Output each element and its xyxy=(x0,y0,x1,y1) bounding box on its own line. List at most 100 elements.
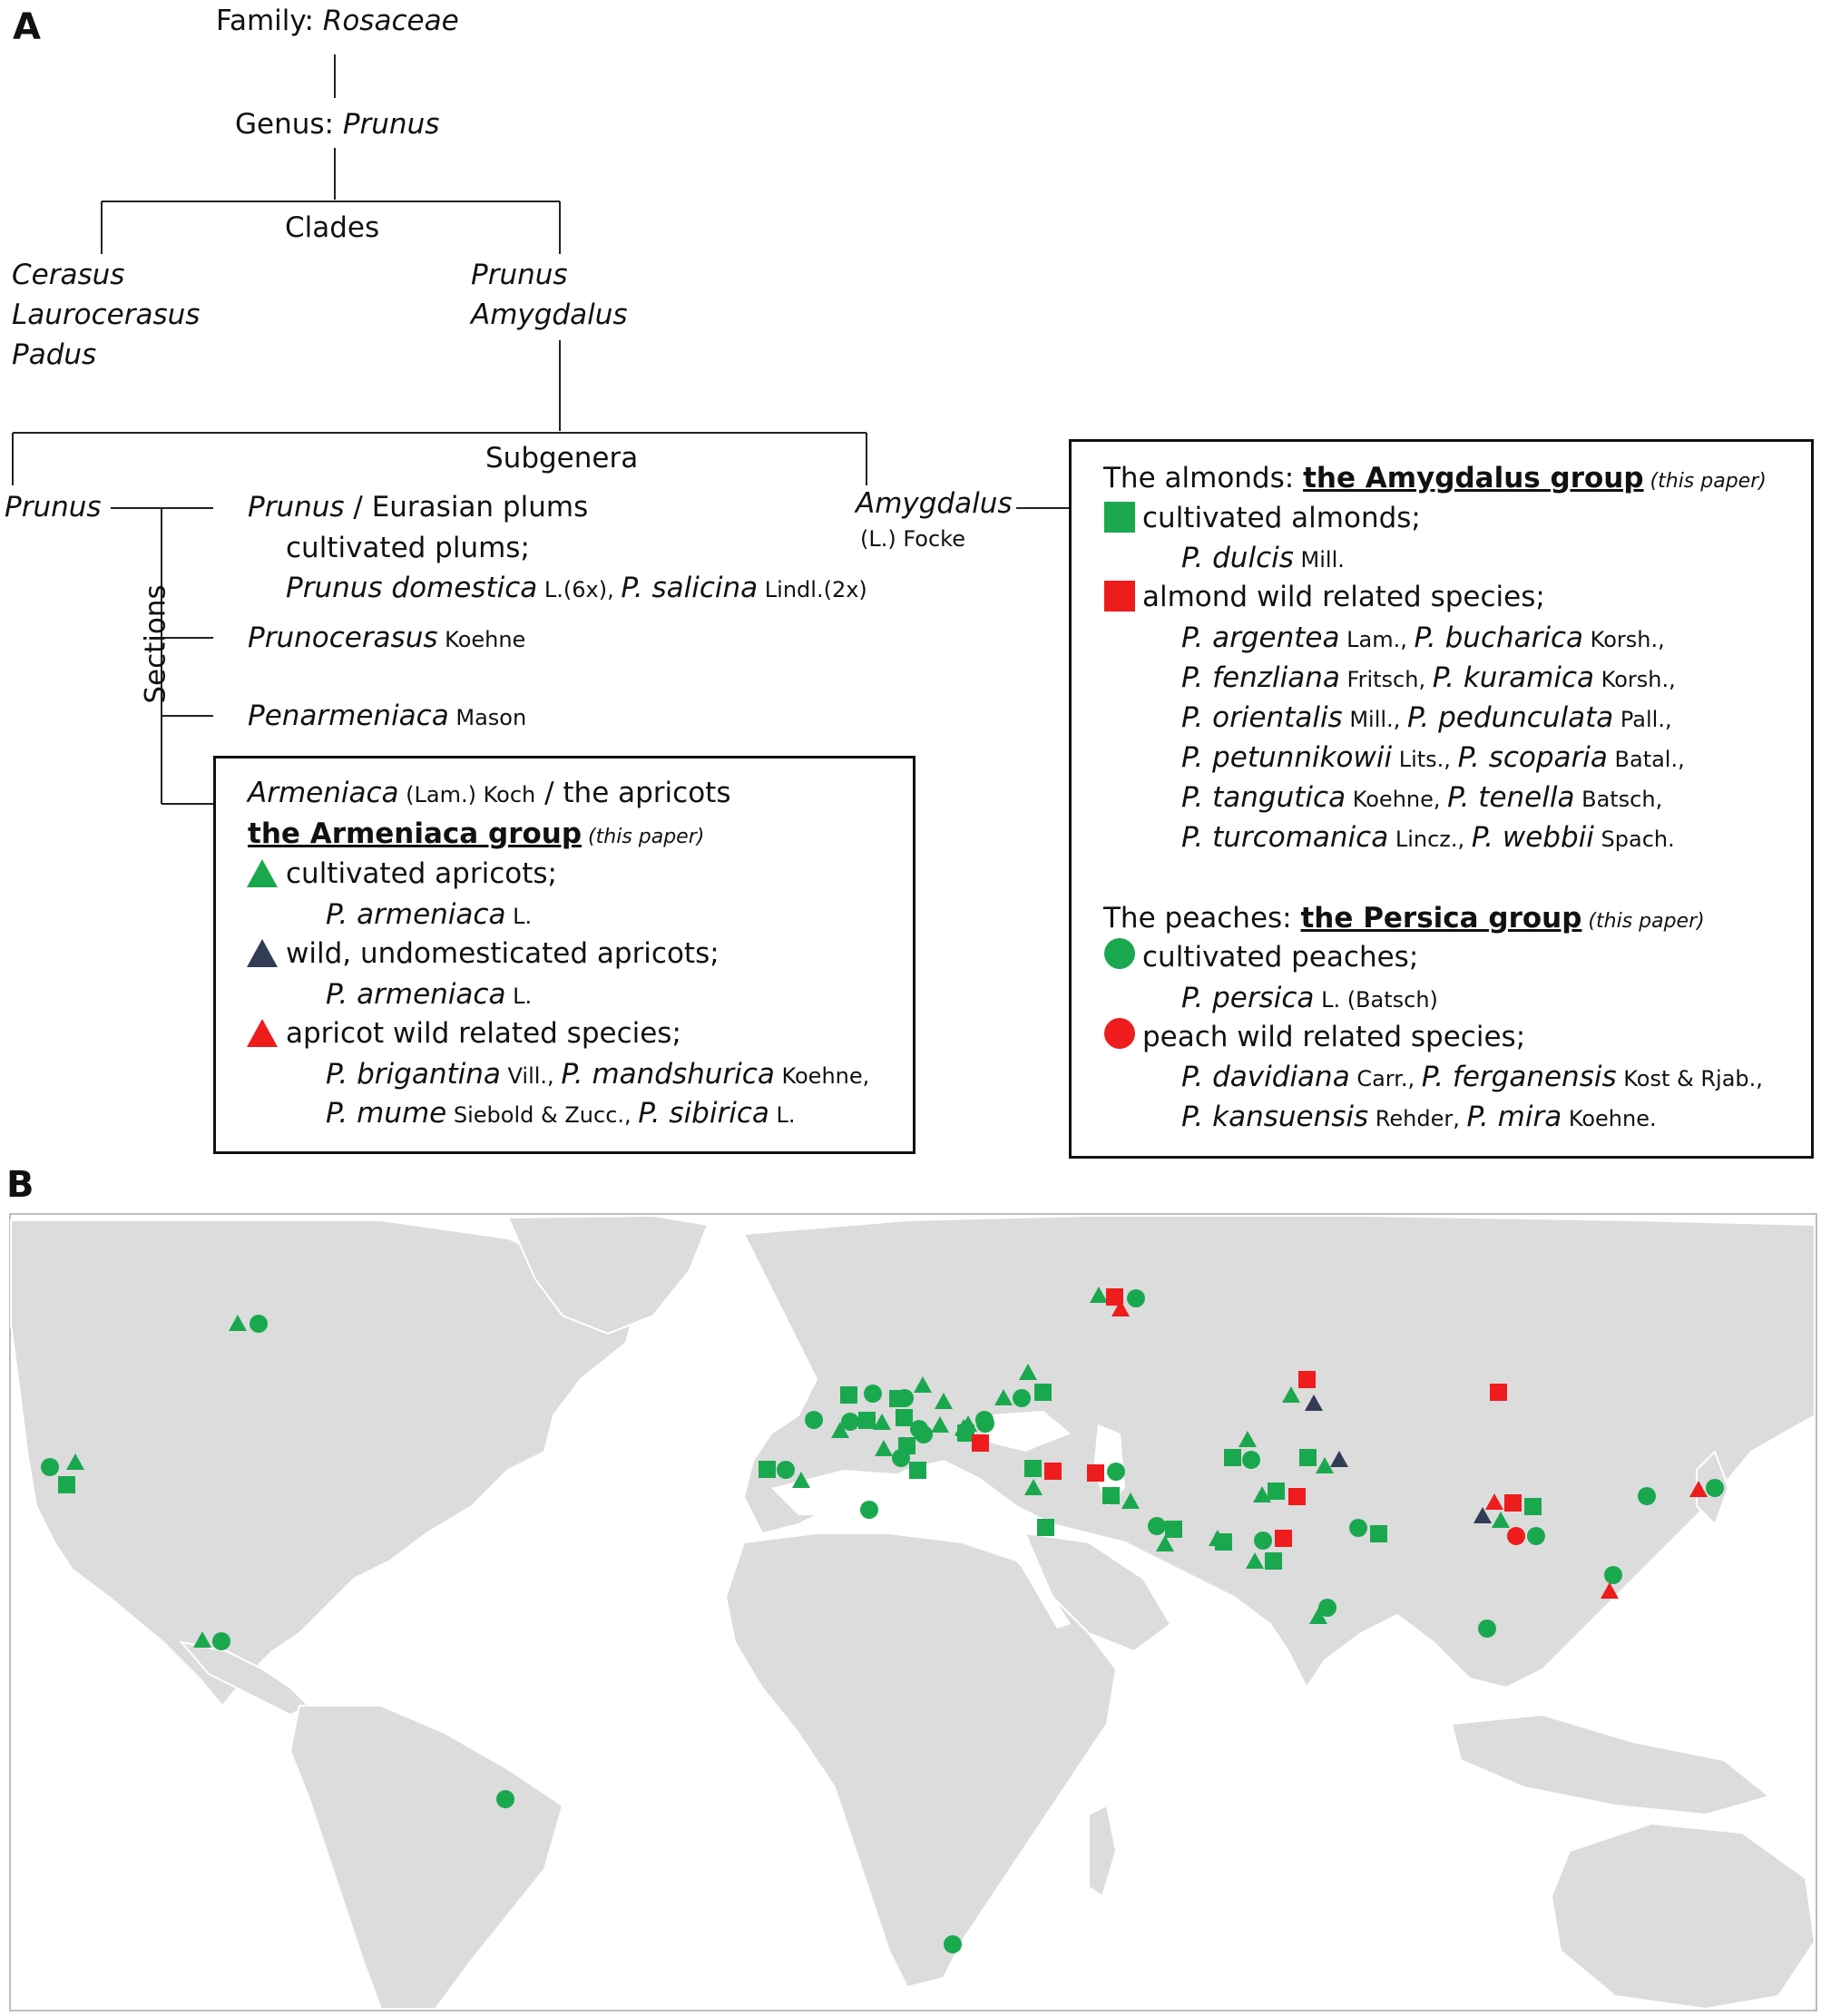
cultivated-peach-marker xyxy=(1107,1463,1125,1481)
panel-b-letter: B xyxy=(6,1164,34,1206)
cultivated-almond-marker xyxy=(1268,1483,1285,1500)
cultivated-apricot-marker xyxy=(831,1422,849,1438)
black-sea-shape xyxy=(980,1411,1071,1452)
southeast-asia-shape xyxy=(1450,1713,1772,1816)
amygdalus-species-line-4: P. petunnikowii Lits., P. scoparia Batal… xyxy=(1181,741,1685,774)
cultivated-apricot-marker xyxy=(935,1393,953,1409)
cultivated-peach-marker xyxy=(841,1413,859,1431)
cultivated-apricot-marker xyxy=(1253,1486,1271,1502)
cultivated-almond-marker xyxy=(896,1409,913,1426)
caspian-shape xyxy=(1093,1424,1125,1506)
cultivated-peach-marker xyxy=(1127,1289,1145,1307)
cultivated-apricot-marker xyxy=(914,1376,932,1393)
persica-species-line-1: P. davidiana Carr., P. ferganensis Kost … xyxy=(1181,1061,1763,1093)
cultivated-apricot-marker xyxy=(193,1631,211,1648)
cultivated-almond-marker xyxy=(1524,1498,1542,1515)
cultivated-almond-marker xyxy=(1024,1460,1042,1477)
madagascar-shape xyxy=(1088,1804,1118,1898)
amygdalus-species-line-6: P. turcomanica Lincz., P. webbii Spach. xyxy=(1181,821,1675,854)
subgenera-label: Subgenera xyxy=(485,442,639,475)
wild-apricot-marker xyxy=(1305,1395,1323,1411)
clade-left-2: Laurocerasus xyxy=(12,298,201,331)
cultivated-peach-marker xyxy=(212,1632,230,1650)
cultivated-apricot-marker xyxy=(1282,1386,1300,1403)
cultivated-almond-icon xyxy=(1104,502,1135,533)
cultivated-apricot-marker xyxy=(875,1440,893,1456)
amygdalus-species-line-1: P. argentea Lam., P. bucharica Korsh., xyxy=(1181,621,1665,654)
clade-left-1: Cerasus xyxy=(12,259,125,291)
amygdalus-item2-label: almond wild related species; xyxy=(1142,581,1545,613)
armeniaca-item2-species: P. armeniaca L. xyxy=(326,978,533,1011)
cultivated-peach-marker xyxy=(864,1385,882,1403)
red-sea-shape xyxy=(1007,1542,1071,1629)
amygdalus-title: The almonds: the Amygdalus group (this p… xyxy=(1103,462,1767,494)
cultivated-almond-marker xyxy=(1102,1487,1120,1504)
section-prunus: Prunus / Eurasian plums xyxy=(248,491,589,524)
arabia-shape xyxy=(1023,1532,1172,1653)
cultivated-peach-icon xyxy=(1104,938,1135,969)
cultivated-peach-marker xyxy=(892,1449,910,1467)
cultivated-peach-marker xyxy=(1148,1517,1166,1535)
cultivated-almond-marker xyxy=(1370,1525,1387,1542)
cultivated-apricot-marker xyxy=(1246,1552,1264,1569)
cultivated-peach-marker xyxy=(1254,1532,1272,1550)
section-prunus-species: Prunus domestica L.(6x), P. salicina Lin… xyxy=(286,572,867,604)
peach-wild-related-icon xyxy=(1104,1018,1135,1049)
cultivated-apricot-marker xyxy=(1156,1535,1174,1551)
amygdalus-item1-label: cultivated almonds; xyxy=(1142,502,1421,534)
cultivated-peach-marker xyxy=(805,1411,823,1429)
cultivated-peach-marker xyxy=(1349,1519,1367,1537)
cultivated-apricot-marker xyxy=(1316,1457,1334,1473)
clade-right-1: Prunus xyxy=(471,259,568,291)
almond-wild-related-marker xyxy=(1490,1384,1507,1401)
almond-wild-related-marker xyxy=(1504,1494,1522,1512)
taxonomy-tree-lines xyxy=(12,54,1069,805)
cultivated-almond-marker xyxy=(1224,1449,1241,1466)
eurasia-shape xyxy=(742,1215,1816,1689)
armeniaca-legend-markers xyxy=(247,859,278,1047)
cultivated-almond-marker xyxy=(1034,1384,1052,1401)
cultivated-apricot-marker xyxy=(1019,1364,1037,1380)
section-prunus-cultivated: cultivated plums; xyxy=(286,532,530,564)
wild-apricot-marker xyxy=(1473,1507,1492,1523)
australia-shape xyxy=(1550,1822,1816,2011)
almond-wild-related-marker xyxy=(1106,1288,1123,1306)
mediterranean-shape xyxy=(771,1470,998,1515)
clade-right-2: Amygdalus xyxy=(471,298,628,331)
clade-left-3: Padus xyxy=(12,338,97,371)
almond-wild-related-marker xyxy=(1044,1463,1062,1480)
cultivated-almond-marker xyxy=(759,1461,776,1478)
apricot-wild-related-icon xyxy=(247,1019,278,1047)
persica-species-line-2: P. kansuensis Rehder, P. mira Koehne. xyxy=(1181,1101,1657,1133)
cultivated-peach-marker xyxy=(1527,1527,1545,1545)
amygdalus-group-box xyxy=(1069,439,1814,1159)
amygdalus-item1-species: P. dulcis Mill. xyxy=(1181,542,1345,574)
almond-wild-related-marker xyxy=(1275,1530,1292,1547)
cultivated-peach-marker xyxy=(896,1389,914,1407)
apricot-wild-related-marker xyxy=(1689,1481,1708,1497)
cultivated-apricot-marker xyxy=(1090,1287,1108,1303)
apricot-wild-related-marker xyxy=(1485,1493,1503,1510)
cultivated-apricot-marker xyxy=(1209,1530,1227,1546)
subgenus-amygdalus-author: (L.) Focke xyxy=(860,526,965,552)
armeniaca-item3-species-line1: P. brigantina Vill., P. mandshurica Koeh… xyxy=(326,1058,870,1091)
family-label: Family: Rosaceae xyxy=(216,5,459,37)
cultivated-peach-marker xyxy=(944,1935,962,1953)
north-america-shape xyxy=(10,1219,637,1708)
persica-item3-species: P. persica L. (Batsch) xyxy=(1181,982,1438,1014)
peach-wild-related-marker xyxy=(1507,1527,1525,1545)
clades-label: Clades xyxy=(285,211,380,244)
cultivated-peach-marker xyxy=(1706,1479,1724,1497)
cultivated-apricot-marker xyxy=(1309,1608,1327,1624)
cultivated-peach-marker xyxy=(1242,1451,1260,1469)
cultivated-peach-marker xyxy=(1604,1566,1622,1584)
amygdalus-species-line-2: P. fenzliana Fritsch, P. kuramica Korsh.… xyxy=(1181,661,1676,694)
cultivated-peach-marker xyxy=(41,1458,59,1476)
armeniaca-item3-label: apricot wild related species; xyxy=(286,1017,681,1050)
cultivated-peach-marker xyxy=(1478,1620,1496,1638)
subgenus-prunus: Prunus xyxy=(5,491,102,524)
cultivated-almond-marker xyxy=(1299,1449,1317,1466)
cultivated-peach-marker xyxy=(1013,1389,1031,1407)
section-penarmeniaca: Penarmeniaca Mason xyxy=(248,700,527,732)
